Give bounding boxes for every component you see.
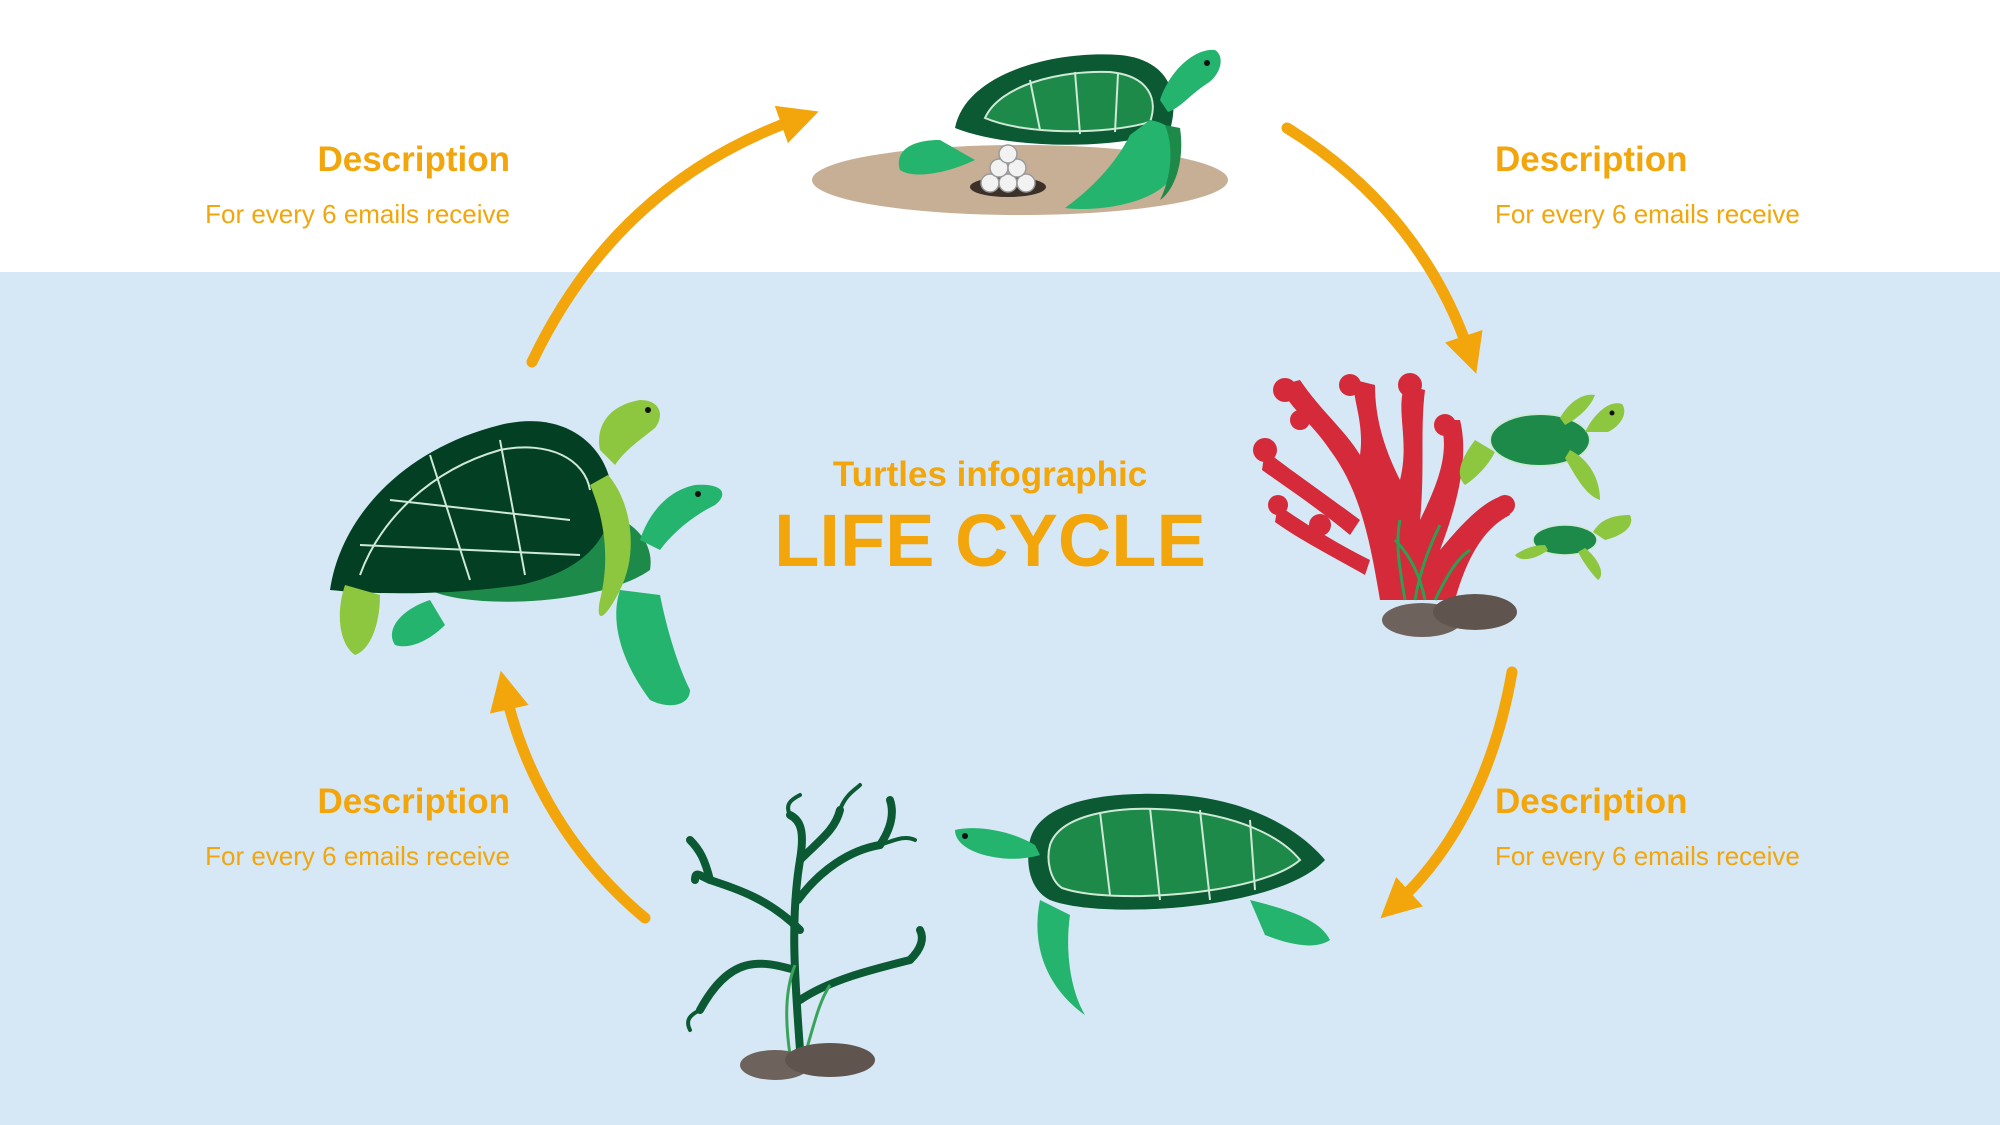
hatchlings-coral-icon [1253,373,1632,637]
description-text: For every 6 emails receive [205,841,510,871]
arrow-top-left [526,105,819,368]
infographic-subtitle: Turtles infographic [832,455,1148,494]
cycle-arrow-icon [489,105,1518,924]
description-top-left: Description For every 6 emails receive [90,140,510,230]
description-bottom-right: Description For every 6 emails receive [1495,782,1915,872]
description-text: For every 6 emails receive [205,199,510,229]
arrow-top-right [1281,122,1483,374]
description-heading: Description [317,140,510,179]
description-heading: Description [1495,140,1688,179]
juvenile-turtle-seaweed-icon [686,783,1330,1080]
turtle-eggs-icon [980,144,1036,193]
arrow-bottom-right [1380,666,1518,919]
description-heading: Description [317,782,510,821]
water-background [0,272,2000,1125]
mating-turtles-icon [330,400,723,706]
description-top-right: Description For every 6 emails receive [1495,140,1915,230]
arrow-bottom-left [489,670,651,924]
description-bottom-left: Description For every 6 emails receive [90,782,510,872]
description-text: For every 6 emails receive [1495,841,1800,871]
description-heading: Description [1495,782,1688,821]
description-text: For every 6 emails receive [1495,199,1800,229]
turtle-nesting-icon [812,49,1228,215]
center-title-block: Turtles infographic LIFE CYCLE [740,455,1240,583]
infographic-title: LIFE CYCLE [774,499,1206,582]
